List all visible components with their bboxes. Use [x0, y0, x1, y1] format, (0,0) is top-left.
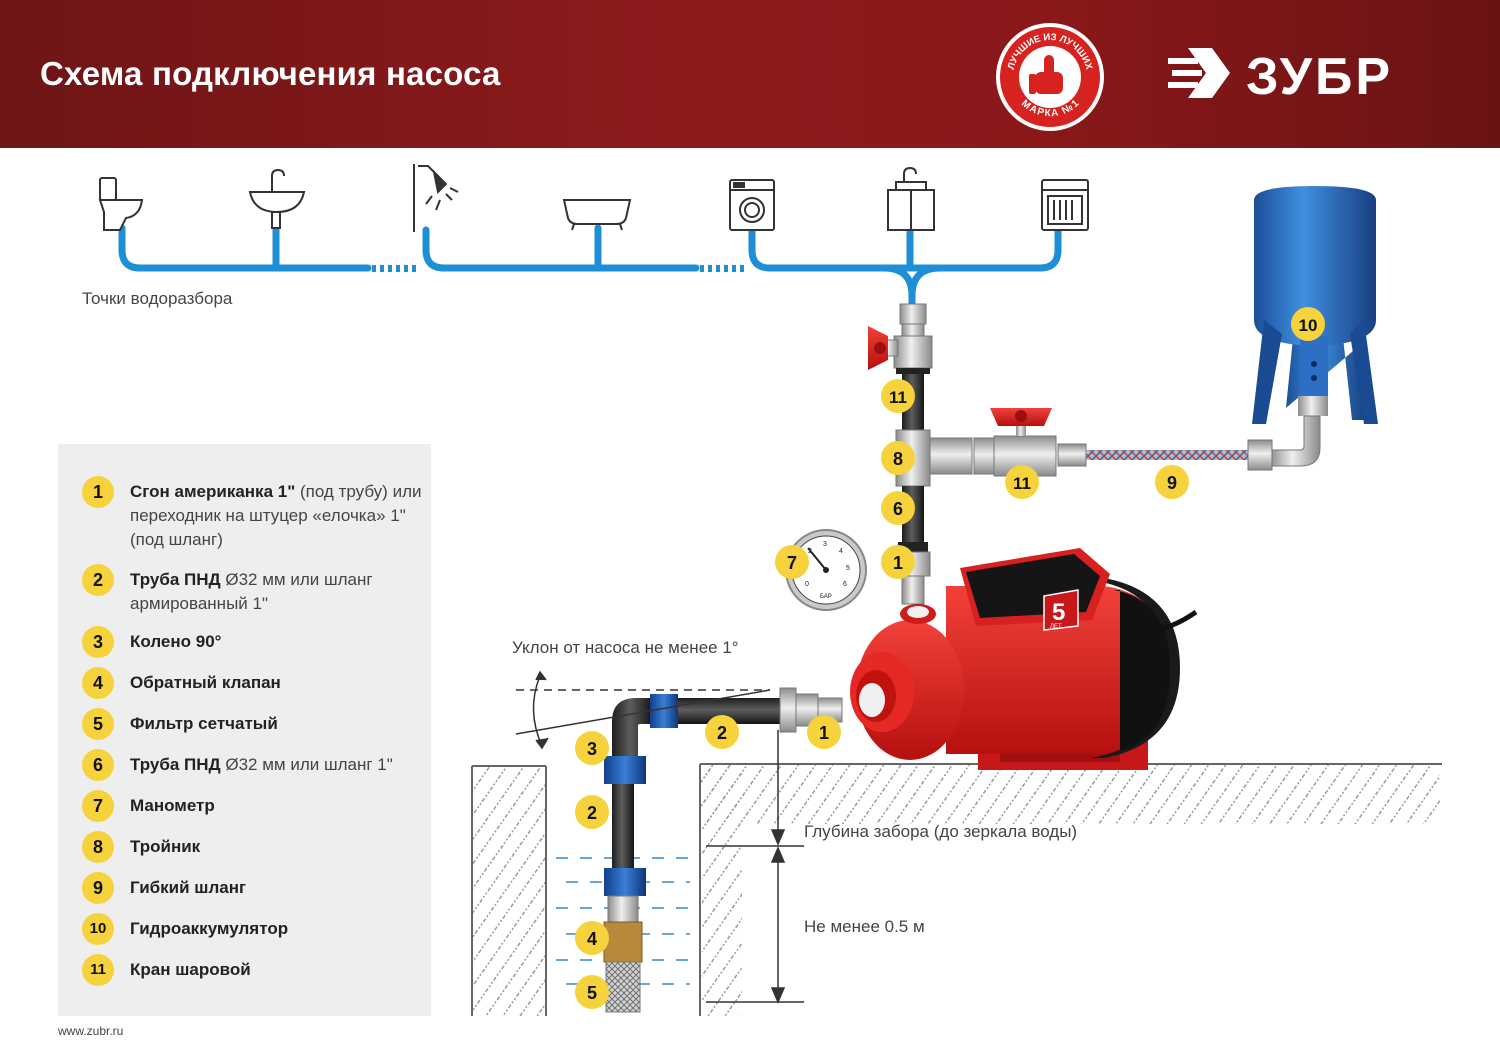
legend-panel: 1 Сгон американка 1" (под трубу) или пер…	[58, 444, 431, 1016]
toilet-icon	[98, 177, 144, 231]
water-points-label: Точки водоразбора	[82, 289, 233, 308]
gauge-tick: 0	[805, 581, 809, 588]
legend-text: Сгон американка 1" (под трубу) или перех…	[130, 480, 430, 552]
legend-term: Гидроаккумулятор	[130, 919, 289, 938]
depth-annotation	[706, 730, 804, 1004]
min-depth-label: Не менее 0.5 м	[804, 917, 925, 936]
thumbs-up-icon	[1029, 55, 1063, 94]
legend-term: Тройник	[130, 837, 201, 856]
legend-term: Кран шаровой	[130, 960, 251, 979]
water-surface-dashes	[556, 857, 690, 985]
header-banner: Схема подключения насоса ЛУЧШИЕ ИЗ ЛУЧШИ…	[0, 0, 1500, 148]
legend-term: Фильтр сетчатый	[130, 714, 278, 733]
legend-number: 8	[82, 831, 114, 863]
marker-11-upper: 11	[889, 388, 907, 407]
page-title: Схема подключения насоса	[40, 55, 501, 92]
legend-term: Сгон американка 1"	[130, 482, 296, 501]
shower-icon	[413, 164, 459, 232]
pressure-gauge: 0 1 2 3 4 5 6 БАР	[785, 529, 867, 611]
gauge-tick: 2	[808, 548, 812, 555]
gauge-tick: 5	[846, 565, 850, 572]
connection-diagram: 0 1 2 3 4 5 6 БАР	[98, 164, 1442, 1016]
brand-logo: ЗУБР	[1168, 48, 1393, 102]
legend-text: Колено 90°	[130, 630, 430, 654]
legend-number: 2	[82, 564, 114, 596]
marker-2-horizontal: 2	[717, 723, 727, 743]
pipe-continuation-dots	[372, 265, 744, 272]
hydro-accumulator	[1252, 186, 1378, 467]
marker-4: 4	[587, 929, 597, 949]
legend-term: Труба ПНД	[130, 570, 221, 589]
pump-warranty-sub: ЛЕТ	[1050, 624, 1062, 630]
legend-text: Тройник	[130, 835, 430, 859]
gauge-tick: 4	[839, 548, 843, 555]
ball-valve-upper	[868, 326, 899, 370]
best-brand-badge: ЛУЧШИЕ ИЗ ЛУЧШИХ МАРКА №1	[996, 23, 1104, 131]
legend-number: 5	[82, 708, 114, 740]
depth-label: Глубина забора (до зеркала воды)	[804, 822, 1078, 841]
marker-1-lower: 1	[819, 723, 829, 743]
bathtub-icon	[562, 199, 632, 231]
washing-machine-icon	[729, 179, 775, 231]
legend-text: Труба ПНД Ø32 мм или шланг 1"	[130, 753, 430, 777]
pump: 5 ЛЕТ	[850, 548, 1198, 770]
legend-term: Обратный клапан	[130, 673, 281, 692]
sink-icon	[248, 168, 306, 229]
marker-5: 5	[587, 983, 597, 1003]
marker-10: 10	[1299, 316, 1318, 335]
marker-7: 7	[787, 553, 797, 573]
gauge-tick: 3	[823, 541, 827, 548]
ground	[471, 763, 1442, 1016]
marker-9: 9	[1167, 473, 1177, 493]
legend-text: Манометр	[130, 794, 430, 818]
water-supply-lines	[118, 224, 1062, 316]
legend-term: Труба ПНД	[130, 755, 221, 774]
dishwasher-icon	[1041, 179, 1089, 231]
slope-annotation	[515, 670, 771, 750]
upper-union	[893, 303, 933, 374]
pump-warranty-badge: 5	[1052, 599, 1065, 626]
legend-term: Колено 90°	[130, 632, 222, 651]
marker-11-side: 11	[1013, 474, 1031, 493]
legend-number: 6	[82, 749, 114, 781]
gauge-tick: 6	[843, 581, 847, 588]
legend-desc: (под трубу) или переходник на штуцер «ел…	[130, 482, 422, 549]
legend-number: 7	[82, 790, 114, 822]
legend-number: 11	[82, 954, 114, 986]
legend-number: 10	[82, 913, 114, 945]
legend-text: Фильтр сетчатый	[130, 712, 430, 736]
footer-url: www.zubr.ru	[58, 1024, 124, 1038]
legend-desc: Ø32 мм или шланг 1"	[220, 755, 393, 774]
flexible-hose	[1057, 439, 1273, 471]
brand-name: ЗУБР	[1246, 48, 1393, 102]
legend-text: Труба ПНД Ø32 мм или шланг армированный …	[130, 568, 430, 616]
legend-text: Гибкий шланг	[130, 876, 430, 900]
ball-valve-side	[973, 408, 1057, 477]
legend-text: Кран шаровой	[130, 958, 430, 982]
diagram-markers: 10 11 11 8 9 6 7 1 1 2 3 2 4 5	[575, 307, 1325, 1009]
marker-2-vertical: 2	[587, 803, 597, 823]
kitchen-sink-icon	[887, 166, 935, 231]
legend-term: Гибкий шланг	[130, 878, 247, 897]
marker-1-upper: 1	[893, 553, 903, 573]
marker-6: 6	[893, 499, 903, 519]
marker-8: 8	[893, 449, 903, 469]
legend-text: Обратный клапан	[130, 671, 430, 695]
gauge-unit: БАР	[820, 594, 832, 600]
marker-3: 3	[587, 739, 597, 759]
legend-desc: Ø32 мм или шланг армированный 1"	[130, 570, 373, 613]
legend-number: 1	[82, 476, 114, 508]
brand-arrow-icon	[1168, 48, 1230, 98]
legend-term: Манометр	[130, 796, 215, 815]
legend-number: 9	[82, 872, 114, 904]
legend-number: 4	[82, 667, 114, 699]
legend-text: Гидроаккумулятор	[130, 917, 430, 941]
slope-label: Уклон от насоса не менее 1°	[512, 638, 739, 657]
legend-number: 3	[82, 626, 114, 658]
